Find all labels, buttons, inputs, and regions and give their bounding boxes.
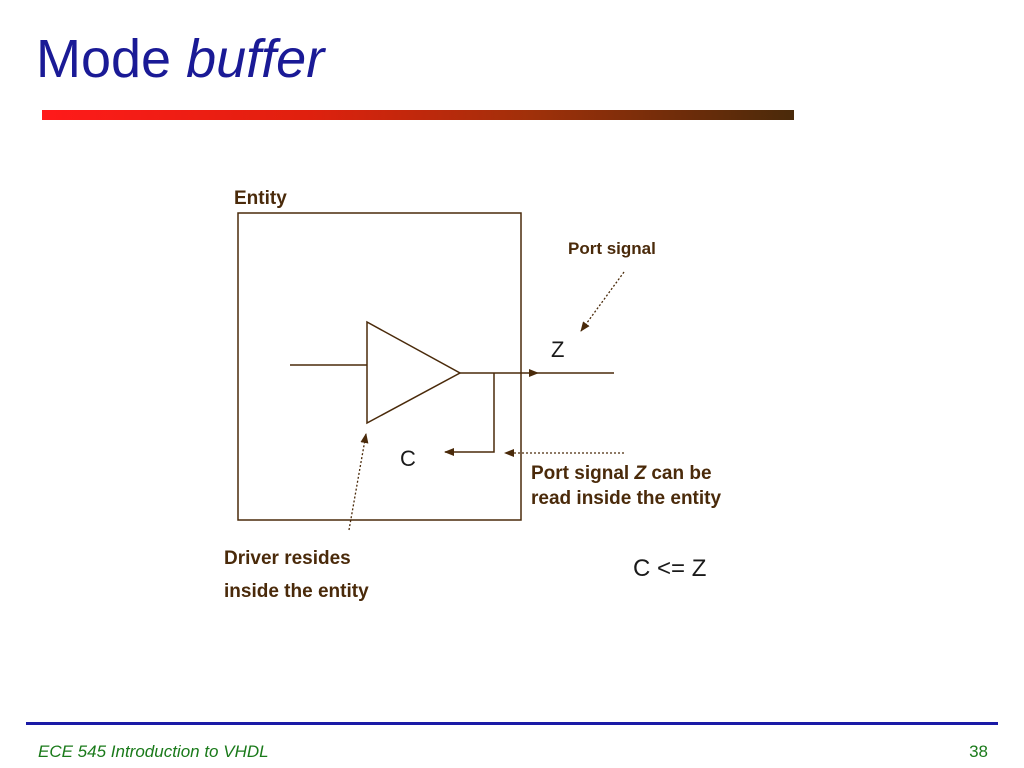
port-signal-pointer xyxy=(580,271,625,332)
title-italic: buffer xyxy=(186,29,325,89)
c-signal-label: C xyxy=(400,446,416,471)
port-read-line1: Port signal Z can be xyxy=(531,462,721,487)
feedback-wire xyxy=(444,373,495,456)
driver-note: Driver resides inside the entity xyxy=(224,542,369,608)
footer-course: ECE 545 Introduction to VHDL xyxy=(38,742,269,761)
driver-line2: inside the entity xyxy=(224,581,369,602)
port-signal-label: Port signal xyxy=(568,239,656,258)
footer-rule xyxy=(26,722,998,725)
port-read-line1-post: can be xyxy=(646,463,712,484)
port-read-line2: read inside the entity xyxy=(531,487,722,509)
page-number: 38 xyxy=(969,742,988,761)
title-gradient-bar xyxy=(42,110,794,120)
port-read-z: Z xyxy=(634,463,647,484)
z-signal-label: Z xyxy=(551,337,565,362)
title-plain: Mode xyxy=(36,29,187,89)
buffer-triangle xyxy=(366,320,462,425)
driver-pointer xyxy=(348,433,369,531)
entity-box xyxy=(237,212,522,521)
entity-label: Entity xyxy=(234,188,287,209)
port-read-note: Port signal Z can be read inside the ent… xyxy=(531,462,721,511)
port-read-line1-pre: Port signal xyxy=(531,463,635,484)
slide-title: Mode buffer xyxy=(36,29,325,89)
assignment-statement: C <= Z xyxy=(633,555,707,582)
driver-line1: Driver resides xyxy=(224,548,351,569)
